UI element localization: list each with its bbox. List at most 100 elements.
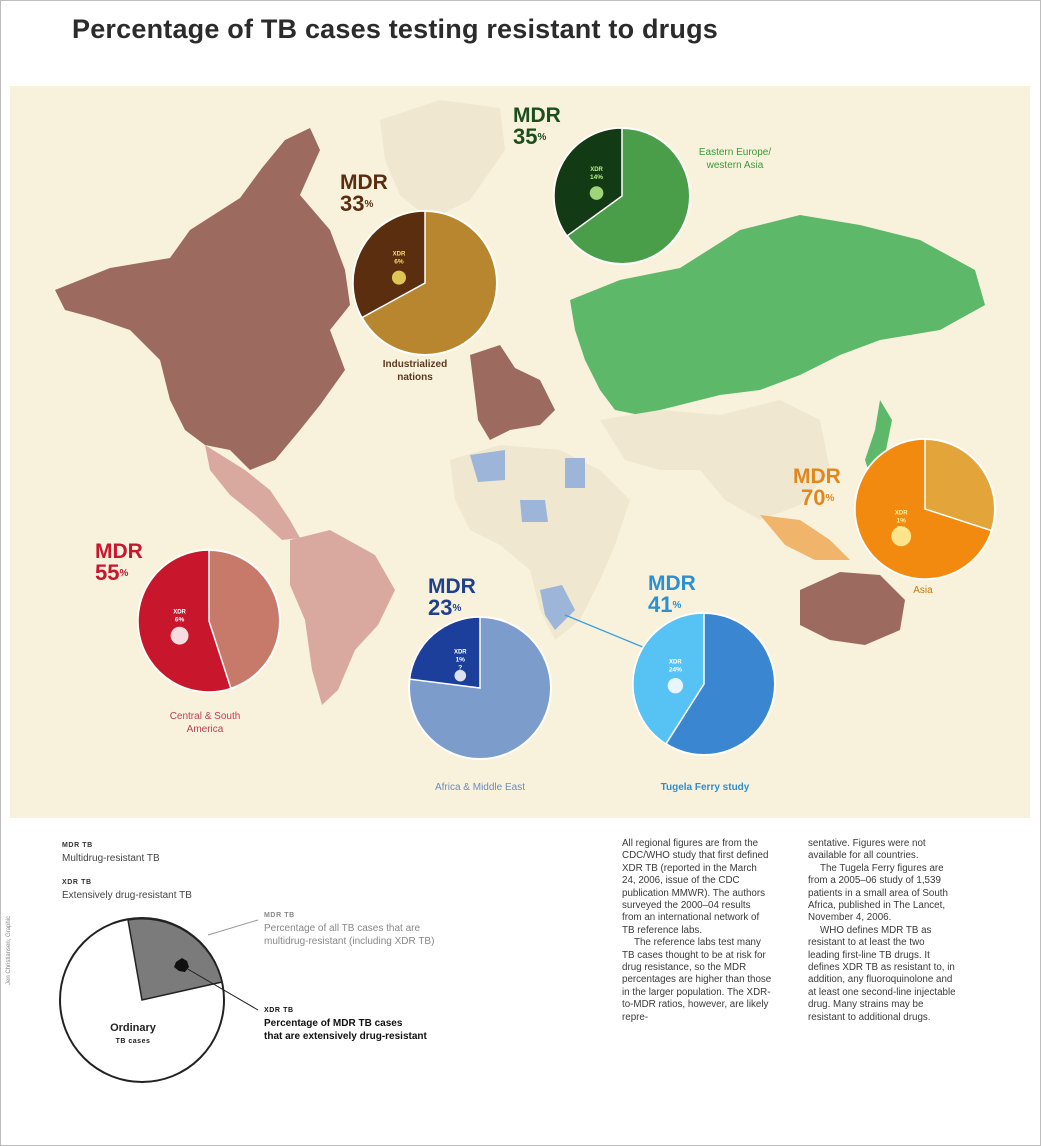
key-xdr-blob <box>174 958 189 972</box>
pie-tugela-xdr-mark <box>667 677 684 694</box>
mdr-word: MDR <box>648 572 696 595</box>
landmass-se-asia <box>760 515 850 560</box>
region-label-line: Industrialized <box>382 359 448 370</box>
pie-tugela-xdr-percent: 24% <box>669 667 682 674</box>
mdr-pct-value: 23 <box>428 595 453 620</box>
key-mdr-wedge <box>127 918 223 1001</box>
pie-asia-mdr-slice <box>854 438 993 580</box>
africa-countries-blue <box>470 450 585 630</box>
pie-central_south-xdr-percent: 6% <box>175 617 185 624</box>
key-label-ordinary: Ordinary TB cases <box>98 1022 168 1048</box>
percent-sign: % <box>537 132 547 143</box>
key-mdr-pointer <box>207 919 259 936</box>
legend-definitions: MDR TB Multidrug-resistant TB XDR TB Ext… <box>62 838 192 902</box>
mdr-pct: 35% <box>513 124 561 149</box>
region-label-line: Tugela Ferry study <box>660 782 750 793</box>
region-label-line: Asia <box>913 585 933 596</box>
landmass-japan <box>865 400 892 475</box>
pie-tugela-mdr-slice <box>632 612 705 745</box>
tugela-callout-line <box>564 614 651 651</box>
mdr-pct-value: 35 <box>513 124 538 149</box>
mdr-word: MDR <box>513 104 561 127</box>
region-label-central-south: Central & South America <box>145 710 265 736</box>
legend-mdr-abbr: MDR TB <box>62 842 93 849</box>
landmass-uk <box>476 360 496 398</box>
key-xdr-pointer <box>185 967 259 1011</box>
legend-xdr-abbr: XDR TB <box>62 879 92 886</box>
region-label-line: Central & South <box>169 711 241 722</box>
notes-column-1: All regional figures are from the CDC/WH… <box>622 838 772 1024</box>
mdr-pct-value: 55 <box>95 560 120 585</box>
landmass-greenland <box>380 100 505 220</box>
pie-asia-xdr-percent: 1% <box>897 517 907 524</box>
mdr-pct-value: 41 <box>648 592 673 617</box>
landmass-russia <box>570 215 985 415</box>
notes-paragraph: sentative. Figures were not available fo… <box>808 838 926 862</box>
pie-industrialized-xdr-percent: 6% <box>394 259 404 266</box>
legend-xdr-def: Extensively drug-resistant TB <box>62 890 192 901</box>
percent-sign: % <box>825 493 835 504</box>
mdr-word: MDR <box>340 171 388 194</box>
region-label-line: America <box>186 724 224 735</box>
percent-sign: % <box>364 199 374 210</box>
pie-africa-xdr-percent: 1% <box>456 657 466 664</box>
landmass-south-america <box>290 530 395 705</box>
region-label-industrialized: Industrialized nations <box>360 358 470 384</box>
key-mdr-abbr: MDR TB <box>264 912 295 919</box>
pie-eastern_europe-xdr-mark <box>589 186 604 200</box>
region-label-africa: Africa & Middle East <box>415 781 545 794</box>
key-xdr-line: Percentage of MDR TB cases <box>264 1018 403 1029</box>
mdr-label-industrialized: MDR 33% <box>340 171 388 216</box>
landmass-africa <box>450 445 630 640</box>
mdr-pct-value: 33 <box>340 191 365 216</box>
pie-industrialized-xdr-label: XDR <box>393 252 406 258</box>
mdr-label-asia: MDR 70% <box>793 465 841 510</box>
key-mdr-line: multidrug-resistant (including XDR TB) <box>264 936 435 947</box>
mdr-label-eastern-europe: MDR 35% <box>513 104 561 149</box>
pie-asia-xdr-label: XDR <box>895 510 908 516</box>
key-mdr-line: Percentage of all TB cases that are <box>264 923 421 934</box>
pie-tugela-xdr-label: XDR <box>669 660 682 666</box>
pie-industrialized-mdr-slice <box>352 210 426 319</box>
world-map <box>55 100 985 705</box>
region-label-eastern-europe: Eastern Europe/ western Asia <box>680 146 790 172</box>
region-label-asia: Asia <box>893 584 953 597</box>
key-xdr-line: that are extensively drug-resistant <box>264 1031 427 1042</box>
percent-sign: % <box>452 603 462 614</box>
landmass-central-america <box>205 445 300 540</box>
key-diagram <box>59 917 259 1083</box>
pie-central_south-xdr-label: XDR <box>173 610 186 616</box>
notes-paragraph: The reference labs test many TB cases th… <box>622 937 772 1023</box>
landmass-south-asia <box>600 400 830 520</box>
key-mdr-text: MDR TB Percentage of all TB cases that a… <box>264 908 434 948</box>
legend-mdr-def: Multidrug-resistant TB <box>62 853 160 864</box>
pie-eastern_europe-xdr-percent: 14% <box>590 174 603 181</box>
mdr-label-tugela: MDR 41% <box>648 572 696 617</box>
mdr-pct: 55% <box>95 560 143 585</box>
notes-paragraph: All regional figures are from the CDC/WH… <box>622 838 769 936</box>
mdr-pct: 70% <box>793 485 841 510</box>
mdr-label-central-south: MDR 55% <box>95 541 143 585</box>
mdr-pct: 41% <box>648 592 696 617</box>
region-label-tugela: Tugela Ferry study <box>640 781 770 794</box>
percent-sign: % <box>119 568 129 579</box>
key-ordinary-line: Ordinary <box>110 1022 156 1034</box>
key-xdr-text: XDR TB Percentage of MDR TB cases that a… <box>264 1003 427 1043</box>
pie-africa-mdr-slice <box>408 616 481 689</box>
chart-title: Percentage of TB cases testing resistant… <box>72 14 718 44</box>
notes-paragraph: The Tugela Ferry figures are from a 2005… <box>808 862 948 924</box>
mdr-label-africa: MDR 23% <box>428 576 476 620</box>
pie-eastern_europe-xdr-label: XDR <box>590 167 603 173</box>
pie-eastern_europe-mdr-slice <box>553 127 623 238</box>
mdr-word: MDR <box>793 465 841 488</box>
mdr-pct-value: 70 <box>801 485 826 510</box>
landmass-australia <box>800 572 905 645</box>
pie-asia-xdr-mark <box>891 526 912 547</box>
pie-africa-xdr-mark <box>454 669 467 682</box>
pie-africa-xdr-percent-2: ? <box>458 665 462 672</box>
landmass-north-america <box>55 128 350 470</box>
mdr-pct: 23% <box>428 595 476 620</box>
key-xdr-abbr: XDR TB <box>264 1007 294 1014</box>
